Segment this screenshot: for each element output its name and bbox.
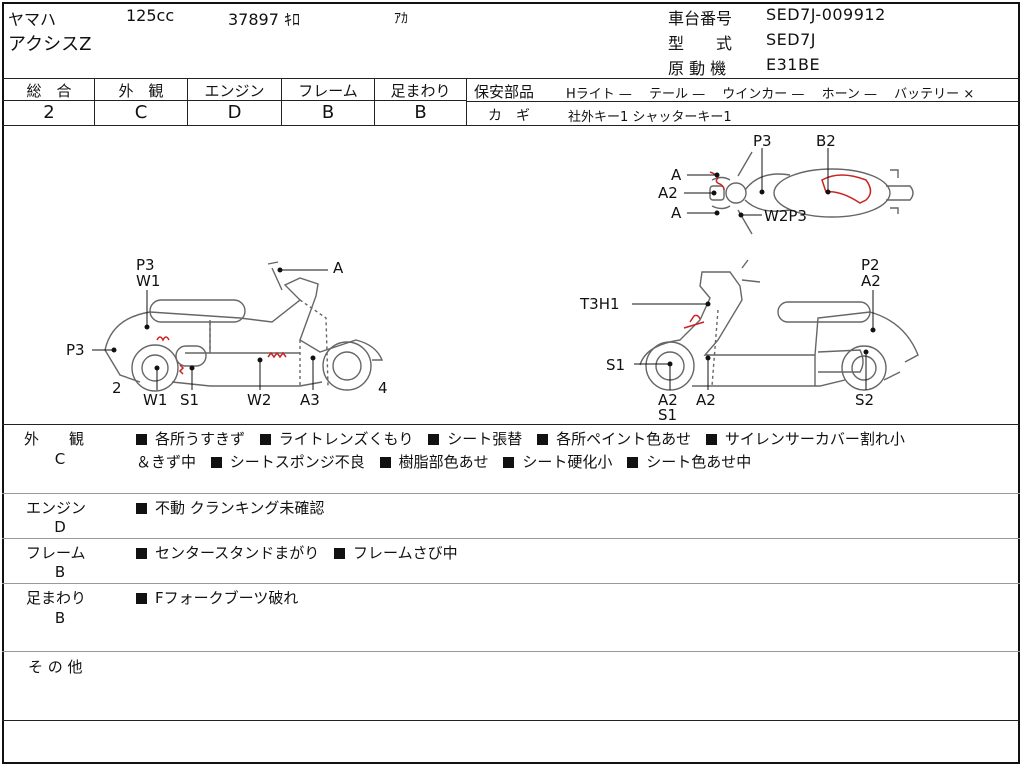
key-label: カ ギ	[488, 108, 530, 124]
engine-code: E31BE	[766, 55, 821, 74]
comment-frame-grade: B	[54, 563, 66, 581]
type-label: 型 式	[668, 34, 733, 53]
exterior-item: 各所ペイント色あせ	[556, 430, 692, 448]
exterior-label: 外 観	[118, 82, 164, 100]
color: ｱｶ	[394, 11, 408, 27]
left-label-a: A	[333, 259, 344, 277]
frame-grade: B	[321, 102, 335, 123]
comment-engine-grade: D	[54, 518, 66, 536]
suspension-grade: B	[414, 102, 427, 123]
overall-label: 総 合	[26, 82, 72, 100]
engine-label: 原 動 機	[668, 59, 727, 78]
left-label-p3-side: P3	[66, 341, 85, 359]
top-label-w2p3: W2P3	[764, 207, 807, 225]
comment-exterior-grade: C	[54, 450, 66, 468]
frame-item: センタースタンドまがり	[155, 544, 320, 562]
comment-suspension-label: 足まわり	[26, 589, 87, 607]
exterior-line-1: 各所うすきず ライトレンズくもり シート張替 各所ペイント色あせ サイレンサーカ…	[136, 428, 905, 449]
exterior-item: シート色あせ中	[646, 453, 752, 471]
engine-item: 不動 クランキング未確認	[155, 499, 325, 517]
exterior-item: シート硬化小	[522, 453, 613, 471]
exterior-item-lead: ＆きず中	[136, 453, 197, 471]
displacement: 125cc	[126, 6, 175, 25]
damage-diagram: P3 W1 A P3 2 W1 S1 W2 A3 4 P3 B2 A A2 A …	[66, 132, 919, 424]
suspension-grade-label: 足まわり	[390, 82, 451, 100]
comment-engine-label: エンジン	[26, 499, 87, 517]
right-label-s1: S1	[606, 356, 625, 374]
overall-grade: 2	[43, 102, 55, 123]
left-label-s1: S1	[180, 391, 199, 409]
right-label-a2-bottom-a: A2	[658, 391, 678, 409]
left-label-a3: A3	[300, 391, 320, 409]
left-label-w1: W1	[143, 391, 167, 409]
exterior-item: シートスポンジ不良	[229, 453, 365, 471]
right-label-s2: S2	[855, 391, 874, 409]
left-label-w2: W2	[247, 391, 271, 409]
engine-grade: D	[227, 102, 242, 123]
exterior-item: ライトレンズくもり	[278, 430, 414, 448]
exterior-item: 各所うすきず	[155, 430, 246, 448]
top-scooter-drawing	[709, 151, 914, 235]
right-label-s1-b: S1	[658, 406, 677, 424]
safety-label: 保安部品	[474, 83, 535, 101]
comment-frame-label: フレーム	[26, 544, 86, 562]
left-label-4: 4	[378, 379, 388, 397]
top-label-a-bottom: A	[671, 204, 682, 222]
suspension-item: Fフォークブーツ破れ	[155, 589, 299, 607]
exterior-item: サイレンサーカバー割れ小	[724, 430, 905, 448]
mileage: 37897 ｷﾛ	[228, 10, 300, 29]
engine-line: 不動 クランキング未確認	[136, 497, 324, 518]
comment-exterior-label: 外 観	[24, 430, 85, 448]
left-scooter-drawing	[104, 261, 384, 392]
frame-no: SED7J-009912	[766, 5, 886, 24]
frame-item: フレームさび中	[353, 544, 458, 562]
top-label-p3: P3	[753, 132, 772, 150]
type-value: SED7J	[766, 30, 816, 49]
top-label-b2: B2	[816, 132, 836, 150]
top-label-a-top: A	[671, 166, 682, 184]
right-label-a2-bottom-b: A2	[696, 391, 716, 409]
left-label-w1-top: W1	[136, 272, 160, 290]
right-label-a2-top: A2	[861, 272, 881, 290]
left-label-2: 2	[112, 379, 122, 397]
frame-no-label: 車台番号	[668, 9, 733, 28]
comment-other-label: そ の 他	[28, 658, 83, 676]
right-label-t3h1: T3H1	[579, 295, 620, 313]
model-name: アクシスZ	[8, 34, 92, 55]
top-label-a2: A2	[658, 184, 678, 202]
suspension-line: Fフォークブーツ破れ	[136, 587, 298, 608]
exterior-line-2: ＆きず中 シートスポンジ不良 樹脂部色あせ シート硬化小 シート色あせ中	[136, 451, 751, 472]
left-label-p3-top: P3	[136, 256, 155, 274]
safety-items: Hライト — テール — ウインカー — ホーン — バッテリー ×	[566, 87, 975, 102]
frame-grade-label: フレーム	[298, 82, 358, 100]
frame-line: センタースタンドまがり フレームさび中	[136, 542, 458, 563]
right-label-p2: P2	[861, 256, 880, 274]
exterior-item: シート張替	[447, 430, 523, 448]
key-value: 社外キー1 シャッターキー1	[568, 110, 732, 125]
exterior-item: 樹脂部色あせ	[398, 453, 489, 471]
exterior-grade: C	[134, 102, 148, 123]
maker: ヤマハ	[8, 10, 57, 29]
damage-marks	[156, 171, 872, 375]
comment-suspension-grade: B	[54, 609, 66, 627]
engine-grade-label: エンジン	[204, 82, 265, 100]
